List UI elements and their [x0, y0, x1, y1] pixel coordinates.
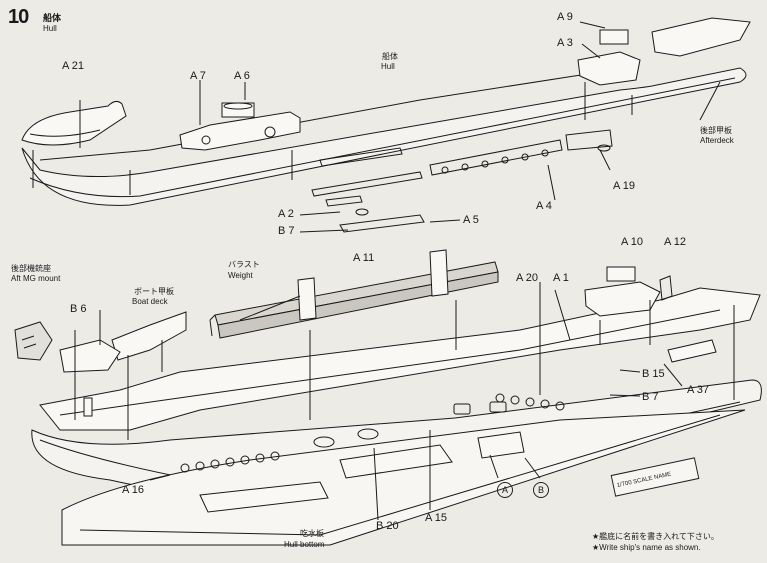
label-b20: B 20: [376, 520, 399, 532]
label-b7-bottom: B 7: [642, 391, 659, 403]
label-hull-en: Hull: [381, 62, 395, 71]
label-a7: A 7: [190, 70, 206, 82]
label-a20: A 20: [516, 272, 539, 284]
label-a5: A 5: [463, 214, 479, 226]
label-a15: A 15: [425, 512, 448, 524]
label-a6: A 6: [234, 70, 250, 82]
label-weight-en: Weight: [228, 271, 253, 280]
label-a21: A 21: [62, 60, 85, 72]
label-a9: A 9: [557, 11, 573, 23]
label-a2: A 2: [278, 208, 294, 220]
step-title-en: Hull: [43, 24, 57, 33]
label-hull-jp: 船体: [382, 52, 398, 61]
label-a12: A 12: [664, 236, 687, 248]
label-weight-jp: バラスト: [228, 260, 260, 269]
upper-hull-drawing: [21, 17, 751, 233]
label-a3: A 3: [557, 37, 573, 49]
label-a11: A 11: [353, 252, 375, 264]
label-hullbottom-jp: 吃水板: [300, 529, 324, 538]
label-b7-top: B 7: [278, 225, 295, 237]
label-afterdeck-en: Afterdeck: [700, 136, 734, 145]
circle-marker-a: A: [497, 482, 513, 498]
note-en: ★Write ship's name as shown.: [592, 543, 701, 552]
label-a10: A 10: [621, 236, 644, 248]
label-hullbottom-en: Hull bottom: [284, 540, 325, 549]
label-a4: A 4: [536, 200, 552, 212]
label-a16: A 16: [122, 484, 145, 496]
lower-hull-drawing: [14, 249, 762, 546]
label-boat-en: Boat deck: [132, 297, 168, 306]
circle-marker-b: B: [533, 482, 549, 498]
label-a37: A 37: [687, 384, 710, 396]
label-a1: A 1: [553, 272, 569, 284]
note-jp: ★艦底に名前を書き入れて下さい。: [592, 532, 719, 541]
label-a19: A 19: [613, 180, 636, 192]
step-number: 10: [8, 6, 29, 28]
label-b6: B 6: [70, 303, 87, 315]
label-b15: B 15: [642, 368, 665, 380]
label-boat-jp: ボート甲板: [134, 287, 174, 296]
label-afterdeck-jp: 後部甲板: [700, 126, 732, 135]
step-title-jp: 船体: [43, 14, 62, 24]
label-mg-en: Aft MG mount: [11, 274, 61, 283]
label-mg-jp: 後部機銃座: [11, 264, 51, 273]
